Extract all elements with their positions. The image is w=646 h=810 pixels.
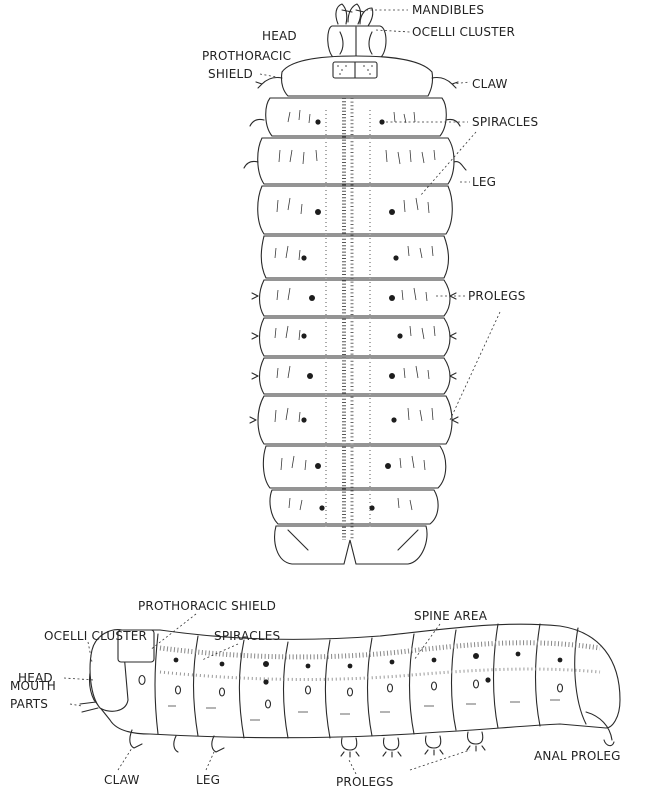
label-ocelli-cluster: OCELLI CLUSTER [412,25,515,39]
label-mouth: MOUTH [10,679,56,693]
label-prolegs-lateral: PROLEGS [336,775,394,789]
label-anal-proleg: ANAL PROLEG [534,749,621,763]
label-leg-lateral: LEG [196,773,220,787]
label-spiracles-lateral: SPIRACLES [214,629,280,643]
mandibles-drawing [336,4,373,26]
label-parts: PARTS [10,697,48,711]
label-shield: SHIELD [208,67,253,81]
label-prothoracic: PROTHORACIC [202,49,291,63]
head-capsule [328,26,386,58]
label-head: HEAD [262,29,297,43]
label-prolegs: PROLEGS [468,289,526,303]
label-claw: CLAW [472,77,508,91]
label-mandibles: MANDIBLES [412,3,484,17]
dorsal-view: MANDIBLES HEAD OCELLI CLUSTER PROTHORACI… [202,3,538,564]
lateral-body [80,624,620,746]
label-claw-lateral: CLAW [104,773,140,787]
label-ocelli-cluster-lateral: OCELLI CLUSTER [44,629,147,643]
label-leg: LEG [472,175,496,189]
label-prothoracic-shield: PROTHORACIC SHIELD [138,599,276,613]
label-spine-area: SPINE AREA [414,609,488,623]
label-spiracles: SPIRACLES [472,115,538,129]
lateral-view: PROTHORACIC SHIELD OCELLI CLUSTER SPIRAC… [10,599,621,789]
